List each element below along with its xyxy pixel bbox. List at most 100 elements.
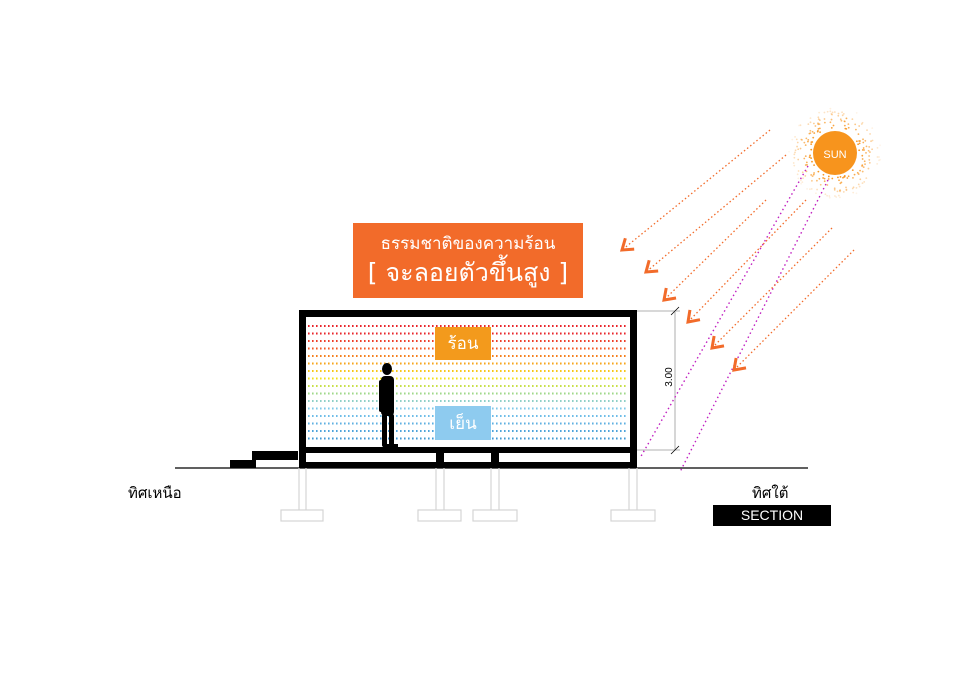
sun-glow-dot	[797, 178, 799, 180]
sun-glow-dot	[848, 175, 850, 177]
sun-glow-dot	[810, 157, 812, 159]
sun-glow-dot	[806, 188, 808, 190]
sun-glow-dot	[844, 120, 846, 122]
sun-glow-dot	[868, 146, 870, 148]
sun-glow-dot	[839, 196, 841, 198]
sun-glow-dot	[813, 123, 815, 125]
sun-glow-dot	[870, 140, 872, 142]
sun-glow-dot	[809, 155, 811, 157]
sun-glow-dot	[800, 179, 802, 181]
sun-glow-dot	[856, 192, 858, 194]
sun-label: SUN	[815, 145, 855, 165]
sun-glow-dot	[835, 196, 837, 198]
post-2	[491, 453, 499, 464]
sun-glow-dot	[804, 175, 806, 177]
sun-glow-dot	[861, 123, 863, 125]
sun-glow-dot	[857, 143, 859, 145]
sun-glow-dot	[810, 117, 812, 119]
sun-glow-dot	[797, 159, 799, 161]
sun-glow-dot	[813, 174, 815, 176]
sun-glow-dot	[858, 133, 860, 135]
entry-steps	[230, 451, 298, 468]
sun-glow-dot	[829, 197, 831, 199]
sun-glow-dot	[828, 178, 830, 180]
sun-glow-dot	[876, 163, 878, 165]
sun-glow-dot	[810, 143, 812, 145]
sun-glow-dot	[853, 186, 855, 188]
title-banner: ธรรมชาติของความร้อน [ จะลอยตัวขึ้นสูง ]	[353, 223, 583, 298]
sun-glow-dot	[868, 155, 870, 157]
sun-glow-dot	[845, 186, 847, 188]
sun-glow-dot	[828, 176, 830, 178]
sun-glow-dot	[802, 171, 804, 173]
sun-glow-dot	[800, 183, 802, 185]
sun-glow-dot	[863, 147, 865, 149]
sun-glow-dot	[794, 152, 796, 154]
sun-glow-dot	[854, 174, 856, 176]
sun-glow-dot	[814, 125, 816, 127]
sun-glow-dot	[856, 112, 858, 114]
sun-glow-dot	[865, 152, 867, 154]
sun-glow-dot	[823, 174, 825, 176]
sun-glow-dot	[847, 123, 849, 125]
sun-glow-dot	[842, 114, 844, 116]
sun-glow-dot	[801, 139, 803, 141]
sun-glow-dot	[852, 177, 854, 179]
sun-glow-dot	[817, 171, 819, 173]
sun-glow-dot	[852, 192, 854, 194]
sun-glow-dot	[834, 187, 836, 189]
sun-glow-dot	[846, 177, 848, 179]
sun-glow-dot	[861, 165, 863, 167]
sun-glow-dot	[862, 158, 864, 160]
sun-glow-dot	[839, 190, 841, 192]
sun-glow-dot	[826, 184, 828, 186]
sun-glow-dot	[793, 153, 795, 155]
sun-glow-dot	[858, 149, 860, 151]
sun-glow-dot	[838, 179, 840, 181]
sun-glow-dot	[798, 125, 800, 127]
sun-glow-dot	[824, 118, 826, 120]
sun-glow-dot	[806, 161, 808, 163]
sun-ray	[734, 250, 854, 370]
sun-glow-dot	[848, 127, 850, 129]
sun-glow-dot	[820, 184, 822, 186]
floor-slab	[299, 447, 637, 453]
sun-glow-dot	[827, 111, 829, 113]
sun-glow-dot	[788, 151, 790, 153]
right-wall	[630, 310, 637, 468]
sun-glow-dot	[818, 112, 820, 114]
sun-glow-dot	[838, 113, 840, 115]
sun-ray-arrowhead	[622, 238, 634, 250]
height-dimension-label: 3.00	[663, 359, 677, 395]
sun-glow-dot	[828, 195, 830, 197]
sun-glow-dot	[810, 149, 812, 151]
sun-glow-dot	[852, 169, 854, 171]
sun-glow-dot	[839, 182, 841, 184]
sun-glow-dot	[866, 129, 868, 131]
sun-glow-dot	[871, 148, 873, 150]
sun-glow-dot	[841, 111, 843, 113]
sun-glow-dot	[811, 188, 813, 190]
post-1	[436, 453, 444, 464]
sun-glow-dot	[806, 170, 808, 172]
sun-glow-dot	[809, 132, 811, 134]
sun-glow-dot	[817, 130, 819, 132]
sun-glow-dot	[869, 133, 871, 135]
sun-glow-dot	[831, 178, 833, 180]
sun-glow-dot	[862, 182, 864, 184]
sun-glow-dot	[829, 108, 831, 110]
sun-glow-dot	[837, 115, 839, 117]
sun-glow-dot	[834, 189, 836, 191]
sun-glow-dot	[859, 143, 861, 145]
sun-glow-dot	[815, 192, 817, 194]
sun-glow-dot	[791, 139, 793, 141]
sun-glow-dot	[812, 131, 814, 133]
sun-glow-dot	[793, 165, 795, 167]
south-direction-label: ทิศใต้	[752, 481, 788, 505]
sun-glow-dot	[793, 162, 795, 164]
sun-glow-dot	[810, 121, 812, 123]
sun-glow-dot	[858, 173, 860, 175]
sun-glow-dot	[826, 195, 828, 197]
sun-glow-dot	[829, 110, 831, 112]
